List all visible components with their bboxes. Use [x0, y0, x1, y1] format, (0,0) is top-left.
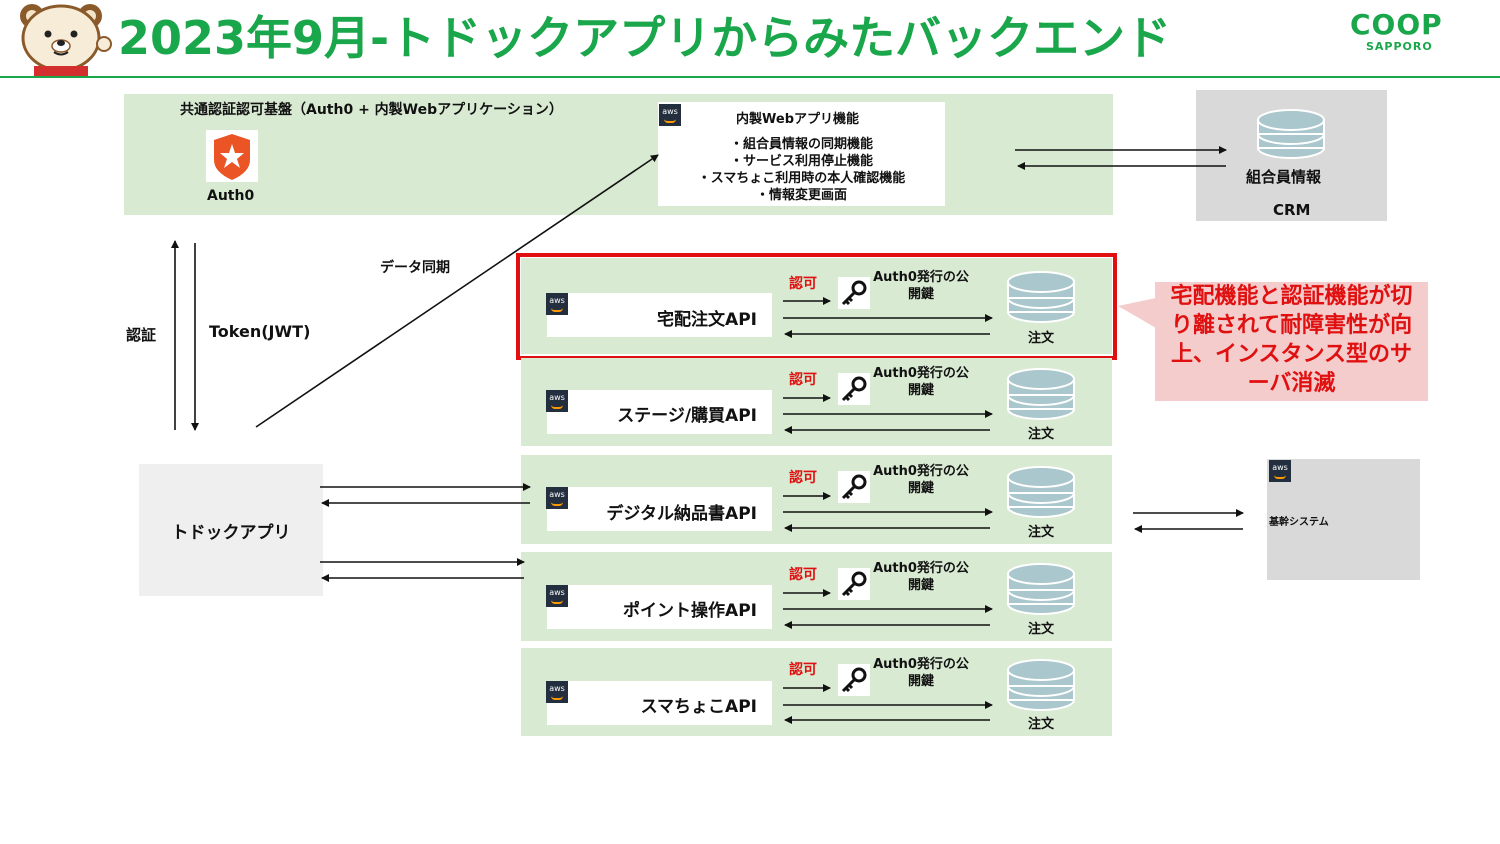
public-key-label: Auth0発行の公開鍵 [873, 657, 969, 689]
webapp-title: 内製Webアプリ機能 [736, 112, 859, 127]
authorization-label: 認可 [789, 567, 817, 583]
db-label: 注文 [1028, 525, 1055, 540]
key-icon [838, 664, 870, 696]
database-icon [1006, 266, 1076, 324]
title-divider [0, 76, 1500, 78]
db-label: 注文 [1028, 427, 1055, 442]
key-icon [838, 568, 870, 600]
db-label: 注文 [1028, 622, 1055, 637]
webapp-feature: ・組合員情報の同期機能 [729, 137, 873, 152]
api-name: ポイント操作API [623, 601, 757, 621]
authorization-label: 認可 [789, 470, 817, 486]
public-key-label: Auth0発行の公開鍵 [873, 561, 969, 593]
authorization-label: 認可 [789, 372, 817, 388]
database-icon [1006, 654, 1076, 712]
api-name: 宅配注文API [657, 310, 757, 330]
aws-icon: aws [1269, 460, 1291, 482]
auth-platform-label: 共通認証認可基盤（Auth0 + 内製Webアプリケーション） [180, 102, 563, 118]
api-box [547, 293, 772, 337]
core-system-panel [1267, 459, 1420, 580]
database-icon [1256, 104, 1326, 160]
aws-icon: aws [546, 293, 568, 315]
public-key-label: Auth0発行の公開鍵 [873, 366, 969, 398]
auth0-label: Auth0 [207, 188, 255, 204]
token-flow-label: Token(JWT) [209, 322, 311, 341]
auth-flow-label: 認証 [126, 326, 157, 344]
todock-app-label: トドックアプリ [171, 523, 291, 543]
public-key-label: Auth0発行の公開鍵 [873, 270, 969, 302]
crm-db-label: 組合員情報 [1246, 168, 1322, 186]
api-box [547, 681, 772, 725]
aws-icon: aws [546, 681, 568, 703]
core-system-label: 基幹システム [1269, 517, 1329, 528]
api-box [547, 487, 772, 531]
aws-icon: aws [546, 585, 568, 607]
api-box [547, 390, 772, 434]
key-icon [838, 277, 870, 309]
aws-icon: aws [546, 390, 568, 412]
api-name: ステージ/購買API [617, 406, 757, 426]
db-label: 注文 [1028, 331, 1055, 346]
webapp-feature: ・サービス利用停止機能 [729, 154, 873, 169]
database-icon [1006, 363, 1076, 421]
callout-note: 宅配機能と認証機能が切り離されて耐障害性が向上、インスタンス型のサーバ消滅 [1155, 282, 1428, 401]
api-box [547, 585, 772, 629]
database-icon [1006, 461, 1076, 519]
auth-platform-panel [124, 94, 1113, 215]
aws-icon: aws [546, 487, 568, 509]
authorization-label: 認可 [789, 662, 817, 678]
key-icon [838, 471, 870, 503]
auth0-logo-icon [206, 130, 258, 182]
webapp-feature: ・情報変更画面 [755, 188, 847, 203]
db-label: 注文 [1028, 717, 1055, 732]
sync-flow-label: データ同期 [380, 260, 450, 276]
crm-label: CRM [1273, 201, 1311, 219]
coop-logo-subtext: SAPPORO [1366, 40, 1433, 53]
mascot-bear-logo [8, 0, 112, 76]
aws-icon: aws [659, 104, 681, 126]
key-icon [838, 373, 870, 405]
coop-logo-text: COOP [1350, 8, 1443, 41]
webapp-feature: ・スマちょこ利用時の本人確認機能 [697, 171, 906, 186]
public-key-label: Auth0発行の公開鍵 [873, 464, 969, 496]
api-name: スマちょこAPI [640, 697, 757, 717]
page-title: 2023年9月-トドックアプリからみたバックエンド [118, 11, 1172, 65]
api-name: デジタル納品書API [606, 504, 757, 524]
authorization-label: 認可 [789, 276, 817, 292]
todock-app-box [139, 464, 323, 596]
database-icon [1006, 558, 1076, 616]
webapp-box [658, 102, 945, 206]
sync-arrow [255, 154, 659, 428]
callout-pointer [1118, 298, 1158, 338]
